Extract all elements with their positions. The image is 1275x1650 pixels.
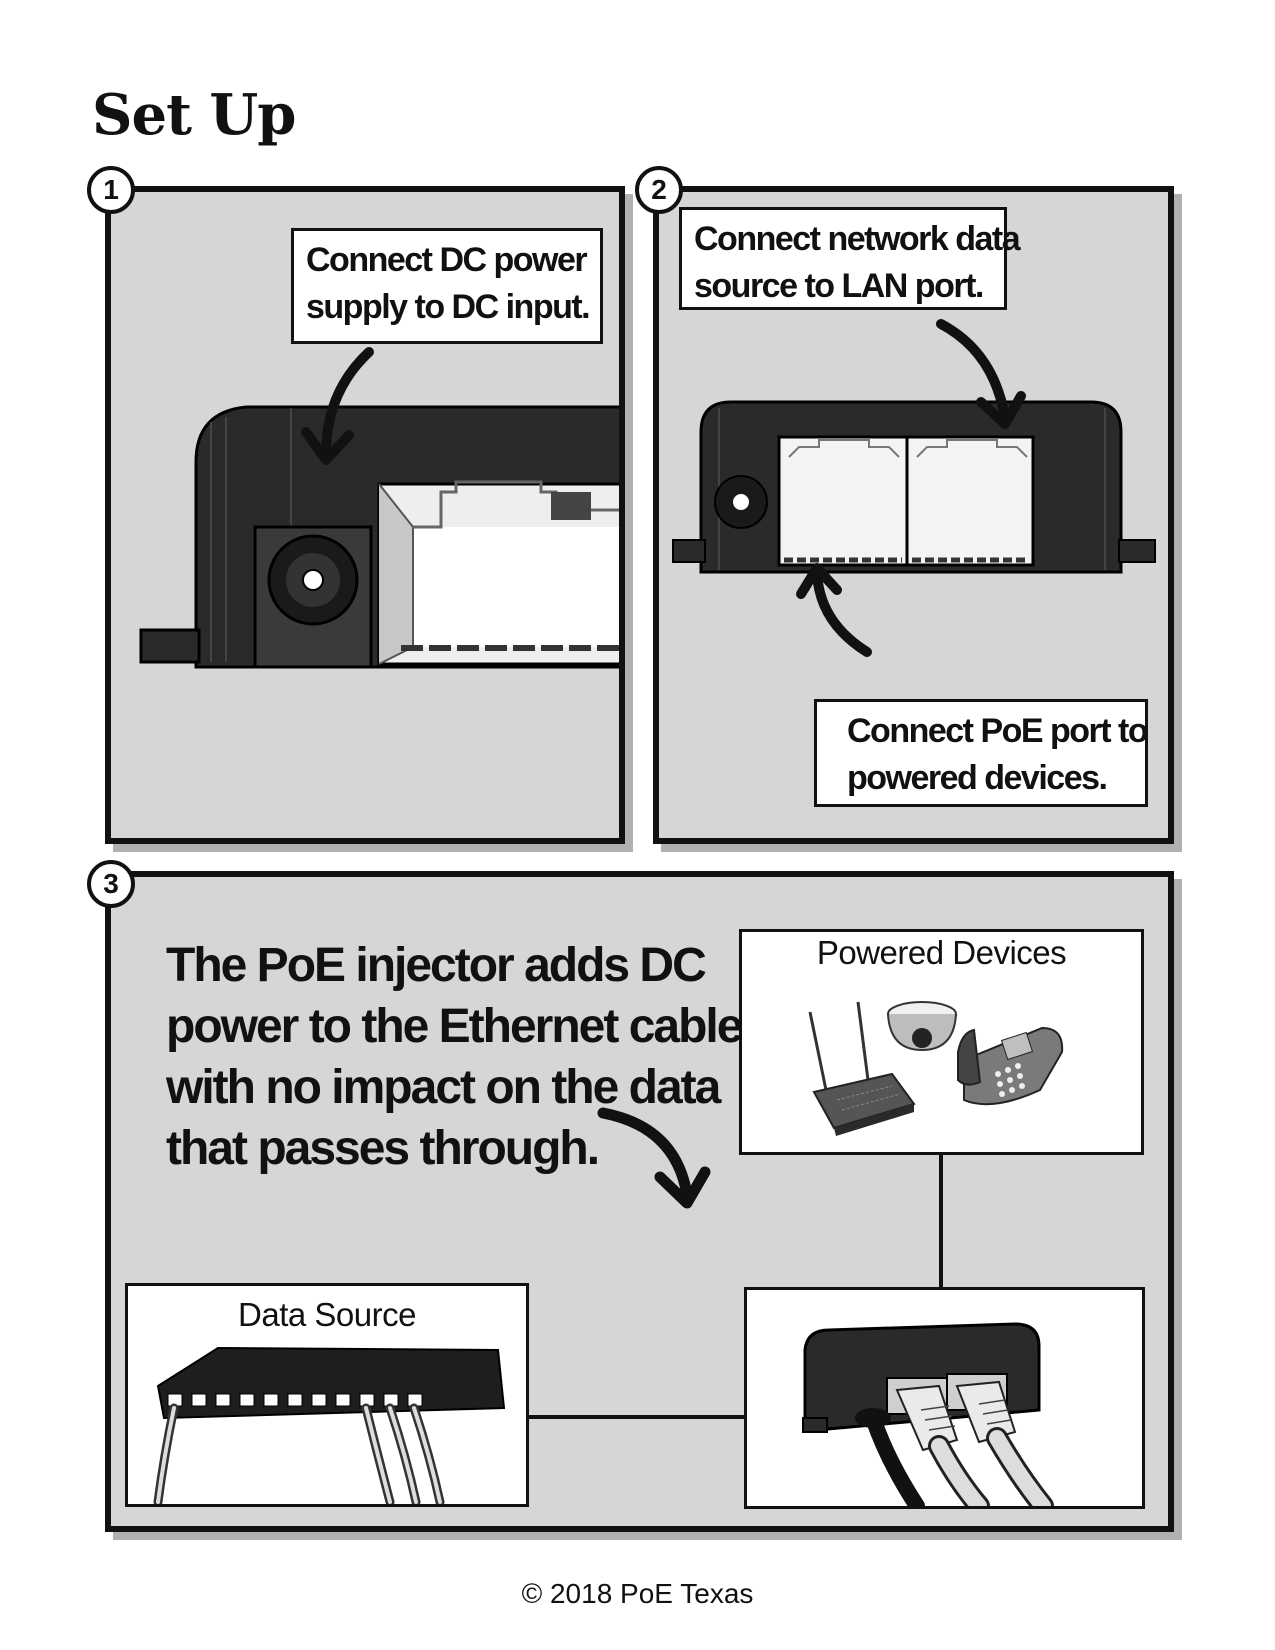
router-icon bbox=[808, 1001, 916, 1136]
callout-line: supply to DC input. bbox=[306, 288, 591, 326]
description-line: with no impact on the data bbox=[166, 1061, 721, 1114]
connection-lines bbox=[527, 1107, 943, 1419]
camera-icon bbox=[887, 1001, 957, 1052]
powered-devices-label: Powered Devices bbox=[816, 934, 1067, 971]
data-source-label: Data Source bbox=[238, 1296, 416, 1333]
powered-devices-box: Powered Devices bbox=[739, 929, 1144, 1155]
step-3-badge: 3 bbox=[87, 860, 135, 908]
step-1-callout: Connect DC power supply to DC input. bbox=[291, 228, 603, 344]
description-line: that passes through. bbox=[166, 1122, 600, 1175]
step-2-lan-callout: Connect network data source to LAN port. bbox=[679, 207, 1021, 310]
step-2-poe-callout: Connect PoE port to powered devices. bbox=[814, 699, 1149, 807]
data-source-box: Data Source bbox=[125, 1283, 529, 1507]
description-line: The PoE injector adds DC bbox=[166, 939, 707, 992]
callout-line: Connect network data bbox=[694, 220, 1021, 258]
step-2-panel: Connect network data source to LAN port.… bbox=[653, 186, 1174, 844]
ip-phone-icon bbox=[957, 1026, 1064, 1106]
step-1-badge: 1 bbox=[87, 166, 135, 214]
description-line: power to the Ethernet cable bbox=[166, 1000, 743, 1053]
callout-line: source to LAN port. bbox=[694, 267, 984, 305]
callout-line: powered devices. bbox=[847, 759, 1108, 797]
step-2-badge: 2 bbox=[635, 166, 683, 214]
dc-input-closeup-illustration bbox=[139, 347, 619, 669]
callout-line: Connect DC power bbox=[306, 241, 588, 279]
poe-injector-box bbox=[744, 1287, 1145, 1509]
step-3-panel: The PoE injector adds DC power to the Et… bbox=[105, 871, 1174, 1532]
injector-ports-illustration bbox=[672, 319, 1156, 657]
callout-line: Connect PoE port to bbox=[847, 712, 1149, 750]
copyright-footer: © 2018 PoE Texas bbox=[521, 1578, 754, 1609]
powered-devices-illustration bbox=[808, 1001, 1064, 1136]
poe-injector-illustration bbox=[802, 1322, 1054, 1506]
network-switch-illustration bbox=[153, 1346, 506, 1504]
step-1-panel: Connect DC power supply to DC input. bbox=[105, 186, 625, 844]
step-3-description: The PoE injector adds DC power to the Et… bbox=[166, 935, 743, 1179]
page-title: Set Up bbox=[92, 82, 296, 148]
